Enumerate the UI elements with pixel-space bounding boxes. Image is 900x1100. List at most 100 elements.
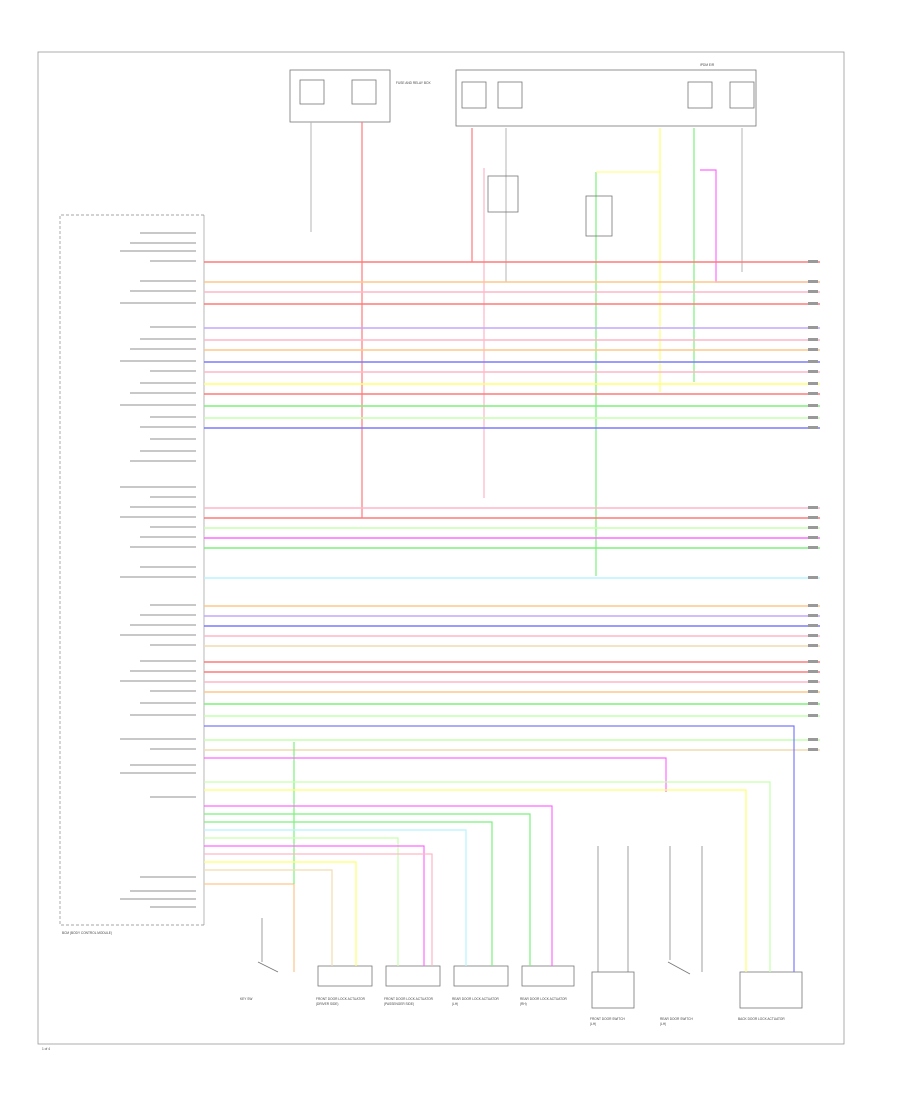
wire-terminal-18 (808, 546, 818, 549)
wire-terminal-20 (808, 604, 818, 607)
fuse-right-b (497, 81, 523, 109)
pin-label-mark-33 (140, 232, 196, 234)
pin-label-mark-13 (140, 426, 196, 428)
pin-label-mark-44 (150, 796, 196, 798)
wire-terminal-13 (808, 426, 818, 429)
caption-front-door-switch: FRONT DOOR SWITCH (590, 1017, 626, 1021)
pin-label-mark-48 (150, 906, 196, 908)
fuse-right-a (461, 81, 487, 109)
wire-terminal-19 (808, 576, 818, 579)
pin-label-mark-27 (120, 680, 196, 682)
pin-label-mark-31 (120, 738, 196, 740)
component-drop-wires (204, 725, 795, 972)
pin-label-mark-12 (150, 416, 196, 418)
caption-front-door-switch-sub: (LH) (590, 1022, 596, 1026)
wire-terminal-9 (808, 382, 818, 385)
wire-terminal-5 (808, 338, 818, 341)
pin-label-mark-29 (140, 702, 196, 704)
pin-label-mark-30 (130, 714, 196, 716)
lower-components (257, 961, 803, 1009)
pin-label-mark-34 (130, 242, 196, 244)
component-door-lock-actuator-4 (521, 965, 575, 987)
pin-label-mark-28 (150, 690, 196, 692)
pin-label-mark-25 (140, 660, 196, 662)
bcm-module-outline (59, 214, 204, 926)
fuse-left-b (351, 79, 377, 105)
pin-label-mark-14 (130, 506, 196, 508)
pin-label-mark-6 (130, 348, 196, 350)
wire-terminal-1 (808, 280, 818, 283)
caption-rear-door-lock-actuator-rh: REAR DOOR LOCK ACTUATOR (520, 997, 568, 1001)
fuse-left-a (299, 79, 325, 105)
pin-label-mark-9 (140, 382, 196, 384)
wire-terminal-29 (808, 702, 818, 705)
label-footer: 1 of 4 (42, 1047, 50, 1051)
wire-terminal-6 (808, 348, 818, 351)
component-back-door-actuator (739, 971, 803, 1009)
pin-label-mark-17 (140, 536, 196, 538)
wire-terminal-27 (808, 680, 818, 683)
pin-label-mark-40 (150, 496, 196, 498)
pin-label-mark-43 (120, 772, 196, 774)
wire-terminal-15 (808, 516, 818, 519)
pin-label-mark-19 (120, 576, 196, 578)
label-fuse-box-right: IPDM E/R (700, 63, 715, 67)
fuse-right-c (687, 81, 713, 109)
pin-label-mark-16 (150, 526, 196, 528)
caption-front-door-lock-actuator-passenger: FRONT DOOR LOCK ACTUATOR (384, 997, 434, 1001)
pin-label-mark-41 (140, 566, 196, 568)
wire-terminal-4 (808, 326, 818, 329)
pin-label-mark-21 (140, 614, 196, 616)
wire-terminal-3 (808, 302, 818, 305)
wire-terminal-25 (808, 660, 818, 663)
caption-rear-door-switch-sub: (LH) (660, 1022, 666, 1026)
component-door-lock-actuator-2 (385, 965, 441, 987)
wire-terminal-7 (808, 360, 818, 363)
caption-front-door-lock-actuator-passenger-sub: (PASSENGER SIDE) (384, 1002, 414, 1006)
bcm-pin-labels (120, 232, 196, 908)
wire-terminal-8 (808, 370, 818, 373)
pin-label-mark-37 (140, 450, 196, 452)
relay-box-right (585, 195, 613, 237)
pin-label-mark-47 (120, 898, 196, 900)
pin-label-mark-20 (150, 604, 196, 606)
pin-label-mark-11 (120, 404, 196, 406)
relay-box-middle (487, 175, 519, 213)
rear-door-switch-symbol (667, 961, 691, 975)
pin-label-mark-42 (130, 764, 196, 766)
wire-terminal-24 (808, 644, 818, 647)
pin-label-mark-36 (150, 438, 196, 440)
pin-label-mark-2 (130, 290, 196, 292)
wire-terminal-31 (808, 738, 818, 741)
label-fuse-box-left: FUSE AND RELAY BOX (396, 81, 431, 85)
pin-label-mark-5 (140, 338, 196, 340)
wire-feed-i (700, 169, 820, 283)
caption-rear-door-lock-actuator-lh-sub: (LH) (452, 1002, 458, 1006)
component-door-switch-lh (591, 971, 635, 1009)
component-captions: KEY SW FRONT DOOR LOCK ACTUATOR (DRIVER … (42, 63, 785, 1051)
wire-terminal-0 (808, 260, 818, 263)
caption-front-door-lock-actuator-driver: FRONT DOOR LOCK ACTUATOR (316, 997, 366, 1001)
pin-label-mark-4 (150, 326, 196, 328)
pin-label-mark-0 (150, 260, 196, 262)
pin-label-mark-1 (140, 280, 196, 282)
wire-terminal-32 (808, 748, 818, 751)
caption-rear-door-lock-actuator-lh: REAR DOOR LOCK ACTUATOR (452, 997, 500, 1001)
bcm-output-wires (204, 260, 820, 751)
component-door-lock-actuator-3 (453, 965, 509, 987)
caption-back-door-lock-actuator: BACK DOOR LOCK ACTUATOR (738, 1017, 785, 1021)
pin-label-mark-22 (130, 624, 196, 626)
wire-terminal-22 (808, 624, 818, 627)
pin-label-mark-38 (130, 460, 196, 462)
wire-terminal-12 (808, 416, 818, 419)
wire-terminal-30 (808, 714, 818, 717)
pin-label-mark-46 (130, 890, 196, 892)
pin-label-mark-24 (150, 644, 196, 646)
label-bcm: BCM (BODY CONTROL MODULE) (62, 931, 112, 935)
wire-terminal-21 (808, 614, 818, 617)
wire-terminal-26 (808, 670, 818, 673)
pin-label-mark-10 (130, 392, 196, 394)
wire-terminal-10 (808, 392, 818, 395)
pin-label-mark-32 (150, 748, 196, 750)
